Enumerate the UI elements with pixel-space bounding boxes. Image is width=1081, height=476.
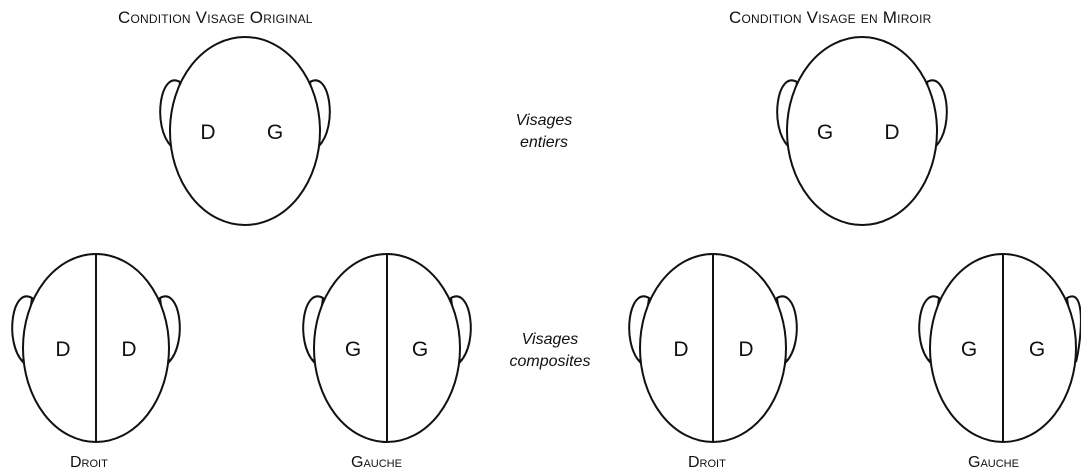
face-mirror-left-composite xyxy=(918,253,1081,443)
ear-left xyxy=(628,295,651,365)
face-mirror-whole xyxy=(776,36,948,226)
half-label-left: G xyxy=(961,338,977,361)
caption-mirror-left: Gauche xyxy=(968,454,1019,471)
face-original-whole xyxy=(159,36,331,226)
half-label-left: D xyxy=(200,121,215,144)
half-label-right: D xyxy=(884,121,899,144)
ear-right xyxy=(449,295,472,365)
label-whole-faces-line2: entiers xyxy=(519,134,569,151)
half-label-right: G xyxy=(267,121,283,144)
ear-left xyxy=(918,295,941,365)
label-whole-faces: Visages entiers xyxy=(484,110,604,154)
head-outline xyxy=(786,36,938,226)
label-whole-faces-line1: Visages xyxy=(515,112,573,129)
ear-left xyxy=(11,295,34,365)
half-label-right: G xyxy=(1029,338,1045,361)
ear-right xyxy=(925,79,948,149)
caption-original-left: Gauche xyxy=(351,454,402,471)
ear-right xyxy=(158,295,181,365)
half-label-right: G xyxy=(412,338,428,361)
face-mirror-right-composite xyxy=(628,253,798,443)
title-mirror-condition: Condition Visage en Miroir xyxy=(729,8,932,27)
half-label-right: D xyxy=(121,338,136,361)
half-label-right: D xyxy=(738,338,753,361)
label-composite-faces-line2: composites xyxy=(509,353,591,370)
ear-left xyxy=(302,295,325,365)
half-label-left: G xyxy=(817,121,833,144)
ear-right xyxy=(308,79,331,149)
face-original-right-composite xyxy=(11,253,181,443)
ear-left xyxy=(159,79,182,149)
half-label-left: G xyxy=(345,338,361,361)
title-original-condition: Condition Visage Original xyxy=(118,8,313,27)
half-label-left: D xyxy=(55,338,70,361)
half-label-left: D xyxy=(673,338,688,361)
label-composite-faces: Visages composites xyxy=(490,329,610,373)
label-composite-faces-line1: Visages xyxy=(521,331,579,348)
ear-right xyxy=(775,295,798,365)
caption-mirror-right: Droit xyxy=(688,454,726,471)
head-outline xyxy=(169,36,321,226)
face-original-left-composite xyxy=(302,253,472,443)
caption-original-right: Droit xyxy=(70,454,108,471)
ear-left xyxy=(776,79,799,149)
